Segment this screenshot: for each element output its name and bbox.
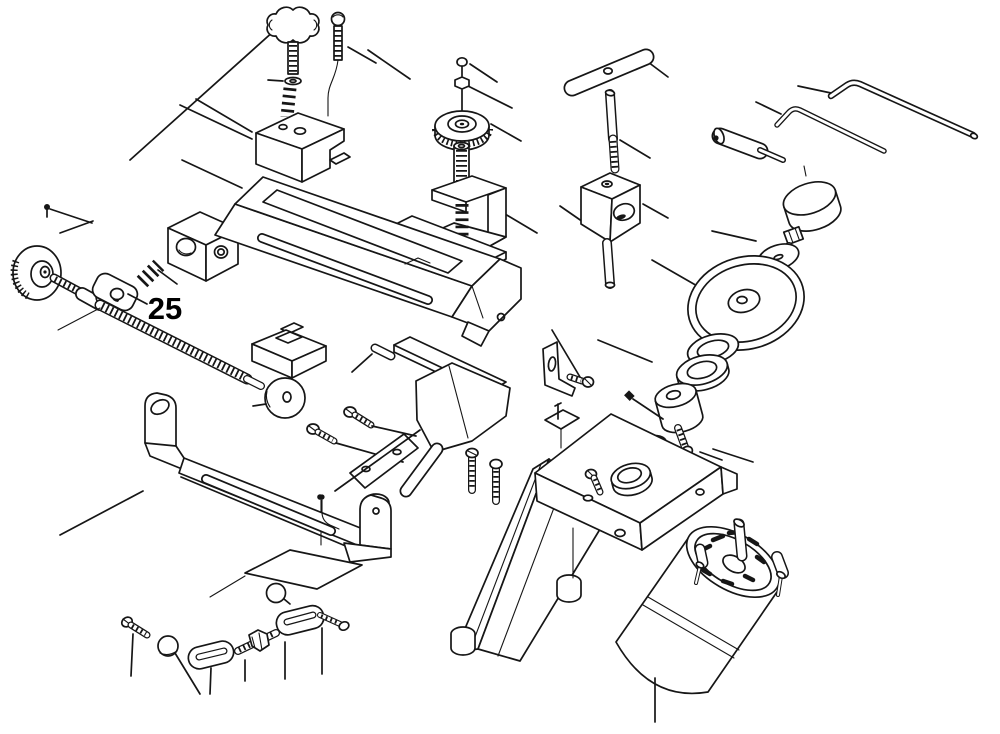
hex-wrench-small	[774, 106, 887, 154]
knob-nut-screw	[782, 225, 805, 246]
link-hardware-group	[120, 582, 350, 695]
lead-screw-rod	[94, 299, 265, 390]
plate-screw-1	[343, 406, 417, 437]
lower-arm-body	[415, 362, 511, 453]
ball-knob	[265, 582, 291, 605]
motor-mount-screws	[694, 543, 789, 597]
leader-line	[179, 104, 253, 140]
knurled-hand-knob	[10, 245, 62, 301]
link-screw-2	[317, 612, 350, 632]
set-screw	[624, 390, 664, 420]
arm-front-foot	[451, 258, 522, 347]
upper-arm-frame	[167, 176, 522, 373]
spring	[280, 87, 297, 118]
link-screw	[120, 616, 151, 677]
lead-screw-assembly: 25	[10, 204, 265, 390]
base-housing-assembly	[450, 402, 754, 662]
table-clamp-group	[251, 322, 421, 492]
pin-plate	[544, 402, 580, 449]
shim-plate-outline	[244, 549, 363, 590]
clevis-link-2	[275, 604, 325, 680]
hex-wrench-large	[827, 79, 979, 140]
washer	[284, 76, 302, 86]
threaded-stud-nut	[234, 629, 280, 682]
knurled-clamp-assembly	[367, 49, 587, 270]
thumb-knob-clamp-assembly	[129, 6, 377, 189]
tension-rod-assembly	[563, 48, 669, 289]
lower-arm-assembly	[317, 336, 511, 546]
leader-line	[129, 29, 276, 161]
round-knob	[782, 181, 842, 232]
l-bracket-assembly	[542, 329, 595, 397]
pivot-block	[580, 172, 641, 243]
hanger-bracket	[144, 392, 392, 563]
arm-screw-1	[465, 447, 479, 494]
four-lobe-knob	[266, 6, 320, 44]
feed-spring	[136, 259, 165, 288]
pin-cylinder	[711, 127, 786, 163]
l-bracket	[542, 341, 576, 397]
guide-disc	[252, 377, 306, 419]
motor-assembly	[615, 518, 789, 723]
housing-screw	[582, 468, 604, 502]
cover-plate	[334, 429, 421, 492]
ball-cap	[157, 635, 201, 695]
leader-line	[181, 159, 243, 189]
blade-clamp-block	[255, 112, 351, 183]
spacer-cylinder	[654, 382, 704, 434]
housing-boss-ring	[610, 462, 653, 497]
t-clamp-block	[251, 322, 327, 379]
hanger-bracket-assembly	[59, 392, 392, 598]
tool-set	[711, 79, 979, 163]
tiny-set-screw	[44, 204, 50, 210]
foot-2	[556, 574, 582, 603]
knurled-knob	[432, 110, 493, 151]
arm-screw-2	[489, 458, 503, 505]
small-nut	[454, 76, 470, 90]
clevis-link-1	[187, 640, 235, 695]
callout-leader	[127, 293, 148, 305]
foot-1	[450, 626, 476, 656]
leader-line	[195, 98, 253, 133]
arm-window	[262, 189, 463, 274]
drive-pulley	[687, 255, 805, 351]
bracket-screw	[566, 373, 595, 388]
part-callout-25: 25	[148, 291, 182, 326]
pan-head-screw	[327, 11, 377, 117]
small-screw	[456, 56, 468, 68]
